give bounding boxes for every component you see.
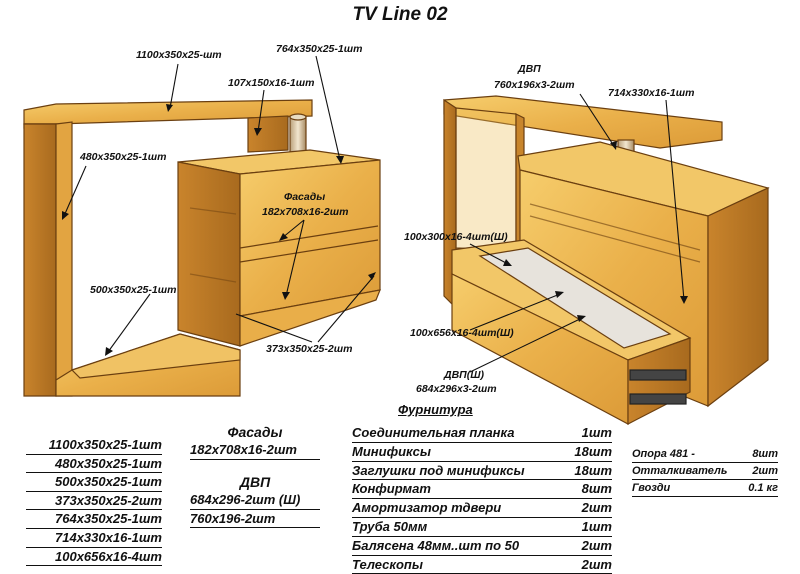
right-unit [443, 95, 770, 426]
extra-qty: 8шт [752, 448, 778, 460]
label-1100: 1100x350x25-шт [136, 49, 222, 61]
fittings-row: Конфирмат 8шт [352, 480, 612, 500]
fitting-name: Заглушки под минификсы [352, 462, 525, 478]
fitting-name: Телескопы [352, 556, 423, 572]
parts-list-row: 1100x350x25-1шт [26, 436, 162, 455]
fitting-qty: 2шт [581, 500, 612, 516]
parts-list-row: 714x330x16-1шт [26, 529, 162, 548]
extra-qty: 0.1 кг [748, 482, 778, 494]
fitting-qty: 1шт [581, 518, 612, 534]
label-480: 480x350x25-1шт [79, 151, 166, 163]
fittings-row: Труба 50мм 1шт [352, 518, 612, 537]
extra-name: Опора 481 - [632, 448, 695, 460]
extras-row: Гвозди 0.1 кг [632, 480, 778, 497]
facades-row: 182x708x16-2шт [190, 441, 320, 460]
dvp-table: ДВП 684x296-2шт (Ш) 760x196-2шт [190, 474, 320, 529]
fittings-title: Фурнитура [398, 402, 473, 417]
fitting-name: Балясена 48мм..шт по 50 [352, 537, 520, 553]
fittings-row: Заглушки под минификсы 18шт [352, 462, 612, 481]
label-714: 714x330x16-1шт [608, 87, 694, 99]
fittings-row: Телескопы 2шт [352, 556, 612, 574]
extras-row: Опора 481 - 8шт [632, 446, 778, 463]
parts-list-row: 480x350x25-1шт [26, 455, 162, 474]
label-dvp-size: 760x196x3-2шт [494, 79, 575, 91]
label-facades-size: 182x708x16-2шт [262, 206, 348, 218]
facades-table: Фасады 182x708x16-2шт [190, 424, 320, 460]
fittings-row: Минификсы 18шт [352, 443, 612, 462]
extra-name: Отталкиватель [632, 465, 728, 477]
fitting-qty: 18шт [574, 462, 612, 478]
label-107: 107x150x16-1шт [228, 77, 314, 89]
dvp-row: 684x296-2шт (Ш) [190, 491, 320, 510]
extras-row: Отталкиватель 2шт [632, 463, 778, 480]
right-callouts: ДВП 760x196x3-2шт 714x330x16-1шт 100x300… [404, 63, 694, 395]
label-100x656: 100x656x16-4шт(Ш) [410, 327, 514, 339]
fitting-qty: 18шт [574, 443, 612, 459]
dvp-title: ДВП [239, 474, 271, 490]
fitting-qty: 2шт [581, 537, 612, 553]
fitting-qty: 1шт [581, 425, 612, 440]
fittings-row: Амортизатор тдвери 2шт [352, 499, 612, 518]
parts-list-row: 764x350x25-1шт [26, 510, 162, 529]
label-100x300: 100x300x16-4шт(Ш) [404, 231, 508, 243]
dvp-row: 760x196-2шт [190, 510, 320, 529]
label-373: 373x350x25-2шт [266, 343, 352, 355]
fitting-name: Соединительная планка [352, 425, 515, 440]
extra-name: Гвозди [632, 482, 671, 494]
label-dvp-sh: ДВП(Ш) [443, 369, 484, 381]
fittings-row: Балясена 48мм..шт по 50 2шт [352, 537, 612, 556]
fitting-name: Амортизатор тдвери [352, 500, 502, 516]
fitting-name: Конфирмат [352, 481, 431, 497]
extra-qty: 2шт [752, 465, 778, 477]
label-dvp-head: ДВП [517, 63, 541, 75]
label-684: 684x296x3-2шт [416, 383, 497, 395]
left-unit [23, 99, 381, 397]
parts-list-row: 373x350x25-2шт [26, 492, 162, 511]
label-facades-head: Фасады [284, 191, 325, 203]
left-callouts: 1100x350x25-шт 764x350x25-1шт 107x150x16… [62, 43, 376, 356]
label-764: 764x350x25-1шт [276, 43, 362, 55]
fittings-row: Соединительная планка 1шт [352, 424, 612, 443]
fitting-name: Минификсы [352, 443, 431, 459]
parts-list-row: 100x656x16-4шт [26, 548, 162, 567]
fitting-qty: 8шт [581, 481, 612, 497]
diagram-title: TV Line 02 [352, 4, 448, 25]
facades-title: Фасады [227, 424, 283, 440]
fitting-name: Труба 50мм [352, 518, 428, 534]
fitting-qty: 2шт [581, 556, 612, 572]
parts-list-row: 500x350x25-1шт [26, 473, 162, 492]
label-500: 500x350x25-1шт [90, 284, 176, 296]
furniture-illustration: 1100x350x25-шт 764x350x25-1шт 107x150x16… [23, 43, 770, 426]
